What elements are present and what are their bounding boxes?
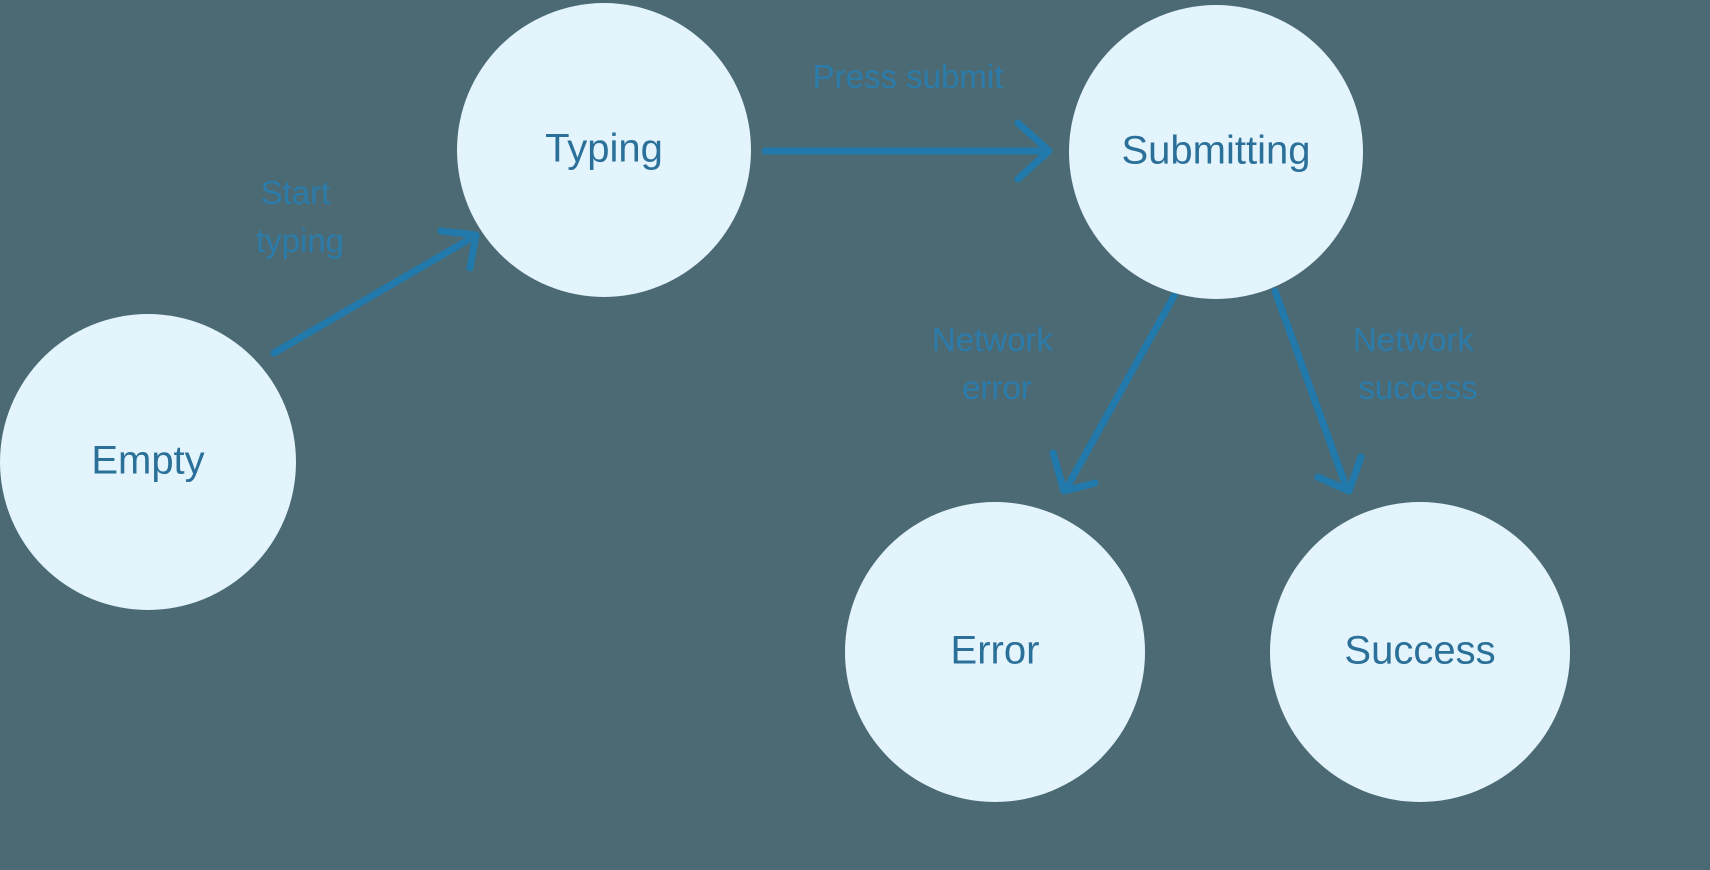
edge-line-submitting-to-error (1062, 292, 1178, 493)
edge-label-line: Network (932, 321, 1054, 358)
edge-label-line: success (1358, 369, 1477, 406)
arrowhead-submitting-to-success (1314, 453, 1365, 495)
arrowhead-typing-to-submitting (1014, 119, 1053, 183)
edge-submitting-to-error[interactable]: Network error (932, 292, 1178, 495)
state-node-error[interactable]: Error (845, 502, 1145, 802)
edge-label-line: typing (256, 222, 344, 259)
edge-label-submitting-to-success: Network success (1353, 321, 1483, 406)
edge-label-empty-to-typing: Start typing (256, 174, 344, 259)
state-node-error-label: Error (951, 629, 1040, 673)
state-node-typing-label: Typing (545, 127, 663, 171)
edge-line-empty-to-typing (270, 236, 472, 357)
edge-typing-to-submitting[interactable]: Press submit (761, 58, 1053, 183)
state-node-typing-circle (457, 3, 751, 297)
edge-label-line: Start (261, 174, 331, 211)
edge-label-line: error (962, 369, 1032, 406)
edge-label-line: Network (1353, 321, 1475, 358)
state-node-submitting-circle (1069, 5, 1363, 299)
state-node-submitting[interactable]: Submitting (1069, 5, 1363, 299)
edge-line-submitting-to-success (1271, 287, 1351, 493)
edge-empty-to-typing[interactable]: Start typing (256, 174, 480, 357)
state-node-error-circle (845, 502, 1145, 802)
edge-label-line: Press submit (813, 58, 1004, 95)
state-node-submitting-label: Submitting (1122, 129, 1311, 173)
arrowhead-empty-to-typing (437, 227, 480, 272)
arrowhead-submitting-to-error (1049, 449, 1099, 495)
state-node-success-circle (1270, 502, 1570, 802)
state-node-success[interactable]: Success (1270, 502, 1570, 802)
state-node-empty-circle (0, 314, 296, 610)
state-node-success-label: Success (1344, 629, 1495, 673)
edge-label-submitting-to-error: Network error (932, 321, 1062, 406)
edge-label-typing-to-submitting: Press submit (813, 58, 1004, 95)
state-node-empty-label: Empty (91, 439, 204, 483)
edge-submitting-to-success[interactable]: Network success (1271, 287, 1483, 495)
state-node-typing[interactable]: Typing (457, 3, 751, 297)
state-node-empty[interactable]: Empty (0, 314, 296, 610)
